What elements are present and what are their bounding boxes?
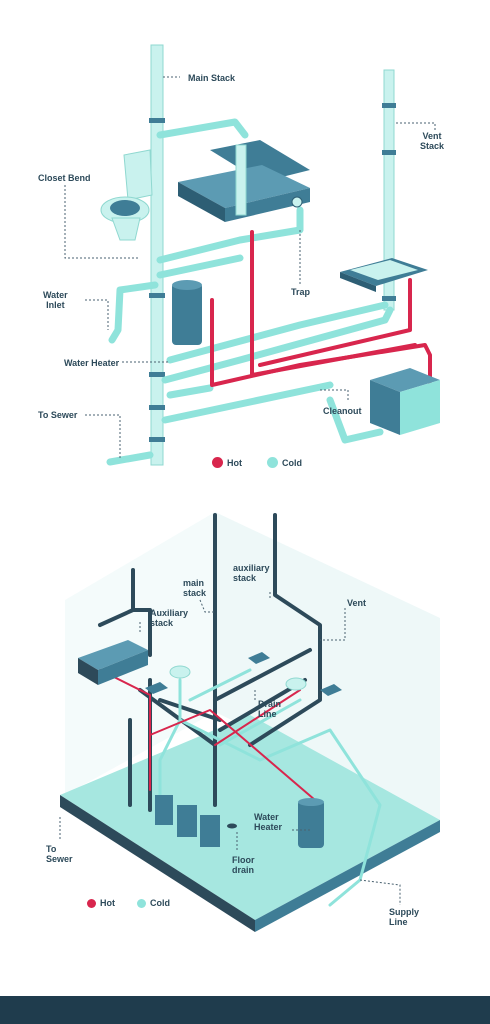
kitchen-sink-fixture <box>340 258 428 292</box>
legend-cold-bottom: Cold <box>137 898 170 908</box>
water-heater-tank <box>172 280 202 345</box>
hot-swatch <box>212 457 223 468</box>
label-main-stack-bottom: main stack <box>183 578 207 598</box>
label-trap: Trap <box>291 287 311 297</box>
top-diagram <box>64 44 440 466</box>
label-drain-line: Drain Line <box>258 699 282 719</box>
room-wall-back <box>215 512 440 820</box>
cold-water-pipes <box>106 118 394 466</box>
label-water-inlet: Water Inlet <box>43 290 68 310</box>
bottom-water-heater <box>298 798 324 848</box>
main-stack-pipe <box>149 44 165 466</box>
footer-bar <box>0 996 490 1024</box>
hot-water-pipes <box>210 230 432 394</box>
label-water-heater-top: Water Heater <box>64 358 120 368</box>
legend-cold-label: Cold <box>150 898 170 908</box>
floor-drain <box>227 823 237 829</box>
label-cleanout: Cleanout <box>323 406 362 416</box>
label-vent: Vent <box>347 598 367 608</box>
label-main-stack: Main Stack <box>188 73 236 83</box>
legend-hot-label: Hot <box>227 457 242 468</box>
label-to-sewer-top: To Sewer <box>38 410 78 420</box>
bottom-leader-lines <box>59 592 401 905</box>
label-floor-drain: Floor drain <box>232 855 255 875</box>
floor-slab <box>60 715 440 920</box>
bottom-sinks <box>145 652 342 696</box>
top-leader-lines <box>64 76 436 458</box>
legend-hot-label: Hot <box>100 898 115 908</box>
toilet-fixture <box>100 149 153 241</box>
label-closet-bend: Closet Bend <box>38 173 91 183</box>
label-supply-line: Supply Line <box>389 907 420 927</box>
legend-cold-top: Cold <box>267 457 302 468</box>
legend-hot-top: Hot <box>212 457 242 468</box>
appliance-box <box>370 368 440 435</box>
bottom-toilets <box>169 665 307 691</box>
cold-swatch <box>137 898 146 908</box>
legend-hot-bottom: Hot <box>87 898 115 908</box>
vanity-sink-fixture <box>178 140 310 222</box>
label-water-heater-bottom: Water Heater <box>254 812 283 832</box>
bottom-diagram <box>59 512 440 932</box>
label-auxiliary-stack-right: auxiliary stack <box>233 563 270 583</box>
cold-swatch <box>267 457 278 468</box>
hot-swatch <box>87 898 96 908</box>
floor-tanks <box>155 795 220 847</box>
legend-cold-label: Cold <box>282 457 302 468</box>
label-vent-stack: Vent Stack <box>420 131 445 151</box>
label-to-sewer-bottom: To Sewer <box>46 844 73 864</box>
bottom-hot-pipes <box>99 669 316 801</box>
bathtub-fixture <box>78 640 148 685</box>
label-auxiliary-stack-left: Auxiliary stack <box>150 608 189 628</box>
